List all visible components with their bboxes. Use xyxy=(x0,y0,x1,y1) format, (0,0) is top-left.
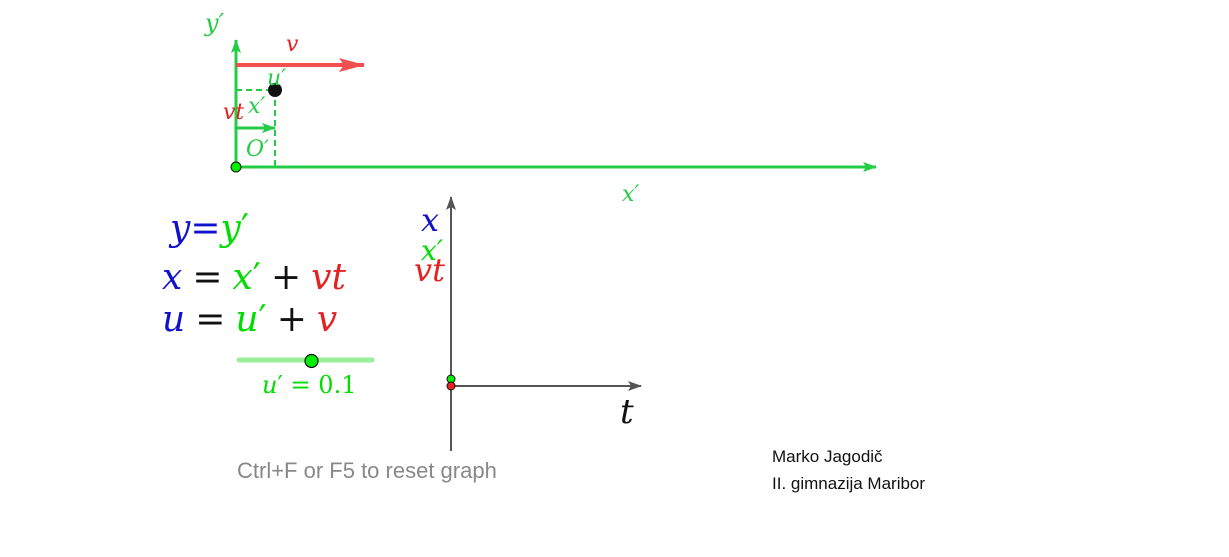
origin-prime-label: O′ xyxy=(246,137,269,162)
equation-x: x=x′+vt xyxy=(162,257,346,298)
slider-knob[interactable] xyxy=(304,353,319,369)
graph-x-label: x xyxy=(421,201,439,239)
v-label: v xyxy=(286,32,299,57)
moving-frame: y′ v u′ vt x′ O′ x′ xyxy=(204,9,877,207)
reset-hint: Ctrl+F or F5 to reset graph xyxy=(237,458,497,483)
school-name: II. gimnazija Maribor xyxy=(772,474,925,493)
origin-point[interactable] xyxy=(230,161,242,173)
vt-label: vt xyxy=(223,100,244,125)
slider-value-label: u′ = 0.1 xyxy=(262,371,356,399)
author-name: Marko Jagodič xyxy=(772,447,883,466)
graph-t-label: t xyxy=(620,392,634,432)
x-prime-axis-label: x′ xyxy=(622,182,639,207)
x-prime-point-label: x′ xyxy=(248,94,265,119)
equations: y=y′ x=x′+vt u=u′+v xyxy=(162,208,346,340)
graph-vt-point xyxy=(446,381,456,391)
moving-particle[interactable] xyxy=(268,83,282,97)
u-prime-slider[interactable]: u′ = 0.1 xyxy=(236,353,375,400)
graph-x-prime-label: x′ xyxy=(421,234,444,267)
position-time-graph: x x′ vt t xyxy=(414,196,642,451)
equation-u: u=u′+v xyxy=(162,299,337,340)
graph-vt-label: vt xyxy=(414,251,445,289)
u-prime-label: u′ xyxy=(267,66,286,91)
equation-y: y=y′ xyxy=(168,208,249,249)
y-prime-label: y′ xyxy=(204,9,225,37)
